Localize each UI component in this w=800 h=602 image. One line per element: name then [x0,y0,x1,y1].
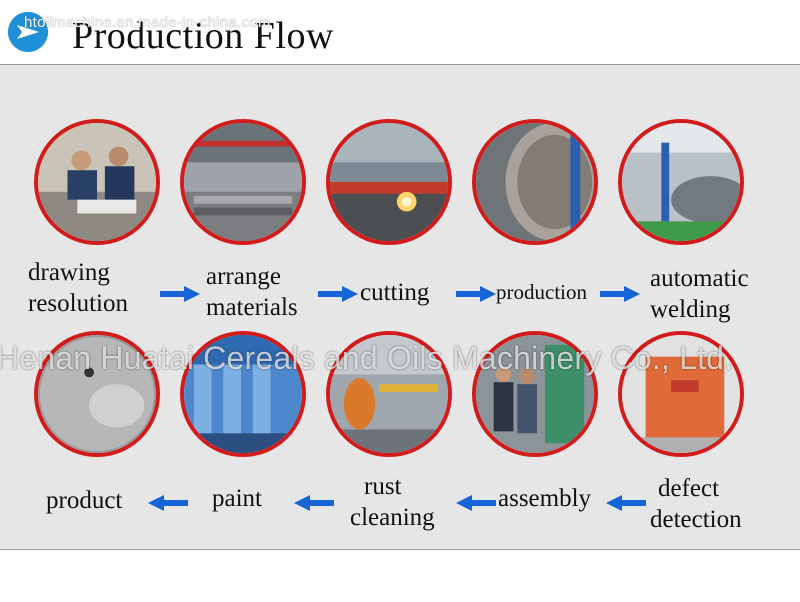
photo-defect-detection [618,331,744,457]
photo-automatic-welding [618,119,744,245]
step-paint: paint [212,485,262,512]
arrow-left-icon [606,495,646,511]
flow-panel: drawing resolution arrange materials cut… [0,64,800,550]
site-watermark: htoilmachine.en.made-in-china.com [24,14,271,31]
step-production: production [496,280,587,304]
photo-rust-cleaning [326,331,452,457]
step-rust-cleaning: rust cleaning [350,473,435,531]
arrow-right-icon [600,286,640,302]
arrow-left-icon [294,495,334,511]
step-cutting: cutting [360,279,430,306]
header: Production Flow htoilmachine.en.made-in-… [0,0,800,64]
arrow-left-icon [148,495,188,511]
arrow-right-icon [318,286,358,302]
arrow-left-icon [456,495,496,511]
step-arrange-materials: arrange materials [206,263,298,321]
photo-production [472,119,598,245]
photo-paint [180,331,306,457]
photo-product [34,331,160,457]
photo-arrange-materials [180,119,306,245]
step-assembly: assembly [498,485,592,512]
arrow-right-icon [160,286,200,302]
photo-cutting [326,119,452,245]
photo-drawing-resolution [34,119,160,245]
photo-assembly [472,331,598,457]
brand-logo-icon [8,12,48,52]
step-defect-detection: defect detection [650,475,742,533]
step-drawing-resolution: drawing resolution [28,259,128,317]
page-title: Production Flow [72,15,334,57]
company-watermark: Henan Huatai Cereals and Oils Machinery … [0,340,734,376]
step-automatic-welding: automatic welding [650,265,749,323]
step-product: product [46,487,123,514]
arrow-right-icon [456,286,496,302]
